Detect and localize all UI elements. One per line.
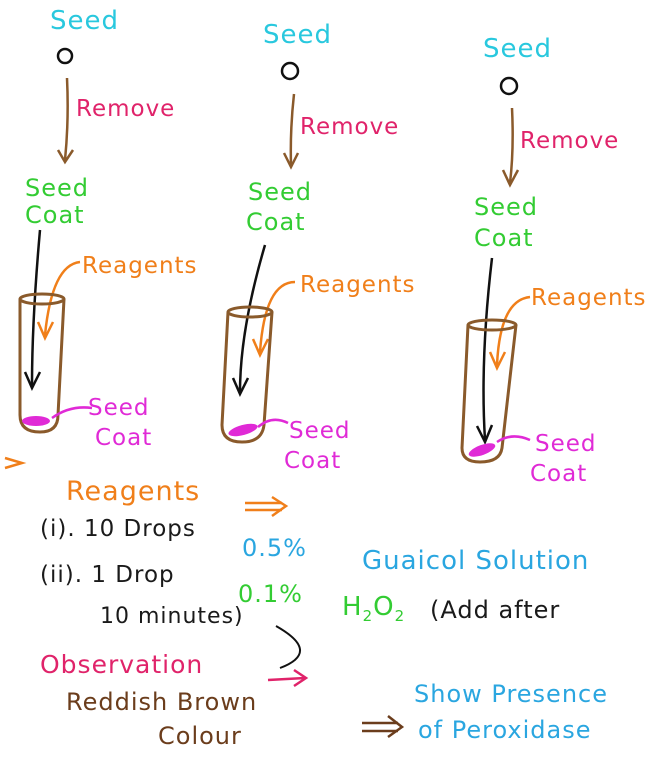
seed-coat-label-1b: Coat bbox=[25, 201, 85, 229]
result-line2: Colour bbox=[158, 722, 242, 750]
observation-arrow-icon bbox=[267, 668, 309, 688]
step2-reagent: H2O2 bbox=[342, 592, 406, 625]
reagent-arrow-1 bbox=[43, 260, 81, 336]
bracket-mark bbox=[275, 625, 301, 669]
implies-arrow-icon-1 bbox=[245, 495, 289, 518]
step1-amount: (i). 10 Drops bbox=[40, 516, 196, 542]
remove-label-1: Remove bbox=[76, 96, 176, 122]
remove-arrow-1 bbox=[63, 77, 69, 161]
seed-coat-sample-2 bbox=[228, 423, 258, 437]
step1-concentration: 0.5% bbox=[242, 534, 307, 562]
step2-note-line1: (Add after bbox=[430, 596, 561, 624]
tube-coat-label-3b: Coat bbox=[530, 461, 588, 487]
reagents-label-3: Reagents bbox=[531, 285, 647, 311]
implies-arrow-icon-2 bbox=[362, 715, 405, 739]
seed-coat-sample-1 bbox=[22, 416, 50, 426]
seed-coat-label-3b: Coat bbox=[474, 224, 534, 252]
tube-coat-label-2b: Coat bbox=[284, 448, 342, 474]
tube-coat-label-3a: Seed bbox=[535, 431, 597, 457]
test-tube-2 bbox=[220, 305, 274, 444]
notes-heading: Reagents bbox=[66, 476, 201, 507]
seed-label-3: Seed bbox=[483, 34, 552, 64]
reagent-arrow-2 bbox=[258, 280, 296, 353]
step2-amount: (ii). 1 Drop bbox=[40, 562, 175, 588]
seed-circle-2 bbox=[280, 61, 300, 81]
notes-arrow-icon bbox=[4, 456, 27, 470]
reagents-label-2: Reagents bbox=[300, 272, 416, 298]
observation-label: Observation bbox=[40, 650, 204, 679]
seed-coat-label-2b: Coat bbox=[246, 208, 306, 236]
seed-coat-label-2a: Seed bbox=[248, 178, 312, 206]
conclusion-line1: Show Presence bbox=[414, 680, 608, 708]
test-tube-1 bbox=[18, 292, 66, 434]
seed-circle-3 bbox=[499, 76, 519, 96]
seed-coat-label-3a: Seed bbox=[474, 193, 538, 221]
coat-arrow-1 bbox=[30, 229, 42, 386]
seed-label-1: Seed bbox=[50, 6, 119, 36]
remove-arrow-2 bbox=[289, 93, 296, 166]
tube-coat-label-1a: Seed bbox=[88, 395, 150, 421]
remove-label-2: Remove bbox=[300, 114, 400, 140]
step2-note-line2: 10 minutes) bbox=[100, 604, 244, 629]
result-line1: Reddish Brown bbox=[66, 688, 258, 716]
seed-label-2: Seed bbox=[263, 20, 332, 50]
tube-coat-label-2a: Seed bbox=[289, 418, 351, 444]
test-tube-3 bbox=[460, 318, 518, 464]
remove-arrow-3 bbox=[508, 107, 514, 184]
seed-coat-label-1a: Seed bbox=[25, 174, 89, 202]
seed-coat-sample-3 bbox=[468, 443, 496, 457]
coat-arrow-2 bbox=[238, 244, 267, 393]
tube-coat-label-1b: Coat bbox=[95, 425, 153, 451]
conclusion-line2: of Peroxidase bbox=[418, 716, 592, 744]
seed-circle-1 bbox=[56, 47, 74, 65]
step2-concentration: 0.1% bbox=[238, 580, 303, 608]
reagent-arrow-3 bbox=[495, 295, 531, 366]
reagents-label-1: Reagents bbox=[82, 253, 198, 279]
remove-label-3: Remove bbox=[520, 128, 620, 154]
step1-reagent: Guaicol Solution bbox=[362, 546, 590, 576]
coat-arrow-3 bbox=[482, 257, 494, 441]
